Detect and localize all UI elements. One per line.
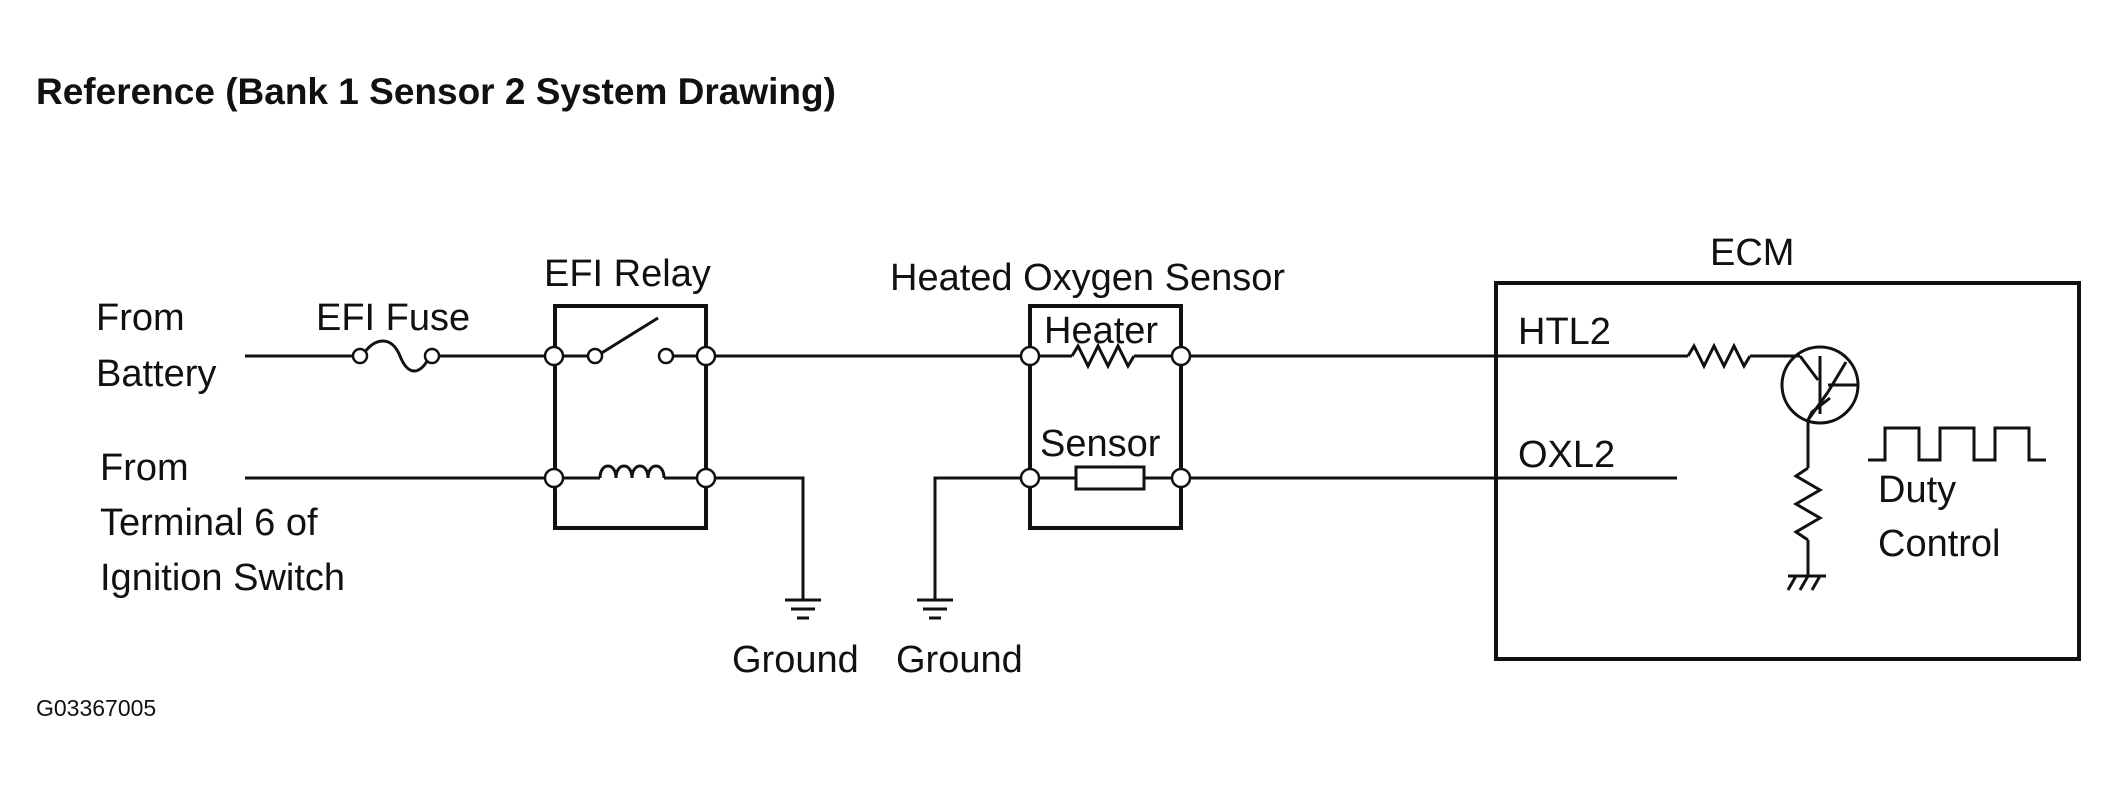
efi-fuse-label: EFI Fuse	[316, 297, 470, 339]
ground-label-1: Ground	[732, 639, 859, 681]
htl2-label: HTL2	[1518, 311, 1611, 353]
ecm-box	[1494, 281, 2081, 661]
efi-relay-label: EFI Relay	[544, 253, 711, 295]
heated-oxygen-sensor-box	[1019, 304, 1192, 530]
ecm-label: ECM	[1710, 232, 1794, 274]
from-battery-label-line1: From	[96, 297, 185, 339]
efi-fuse-symbol	[245, 339, 553, 373]
figure-code: G03367005	[36, 695, 156, 721]
relay-ground-wire	[715, 476, 805, 600]
ground-symbol-1	[785, 598, 821, 620]
heater-label: Heater	[1044, 310, 1158, 352]
from-terminal-label-line1: From	[100, 447, 189, 489]
sensor-label: Sensor	[1040, 423, 1161, 465]
oxl2-label: OXL2	[1518, 434, 1615, 476]
ecm-internal-circuit	[1686, 342, 2046, 591]
ground-symbol-2	[917, 598, 953, 620]
ground-label-2: Ground	[896, 639, 1023, 681]
from-battery-label-line2: Battery	[96, 353, 216, 395]
diagram-title: Reference (Bank 1 Sensor 2 System Drawin…	[36, 71, 836, 112]
from-terminal-label-line2: Terminal 6 of	[100, 502, 318, 544]
duty-control-label-line2: Control	[1878, 523, 2001, 565]
heated-oxygen-sensor-label: Heated Oxygen Sensor	[890, 257, 1285, 299]
sensor-ground-wire	[933, 476, 1021, 600]
from-terminal-label-line3: Ignition Switch	[100, 557, 345, 599]
efi-relay-box	[543, 304, 717, 530]
duty-control-label-line1: Duty	[1878, 469, 1956, 511]
